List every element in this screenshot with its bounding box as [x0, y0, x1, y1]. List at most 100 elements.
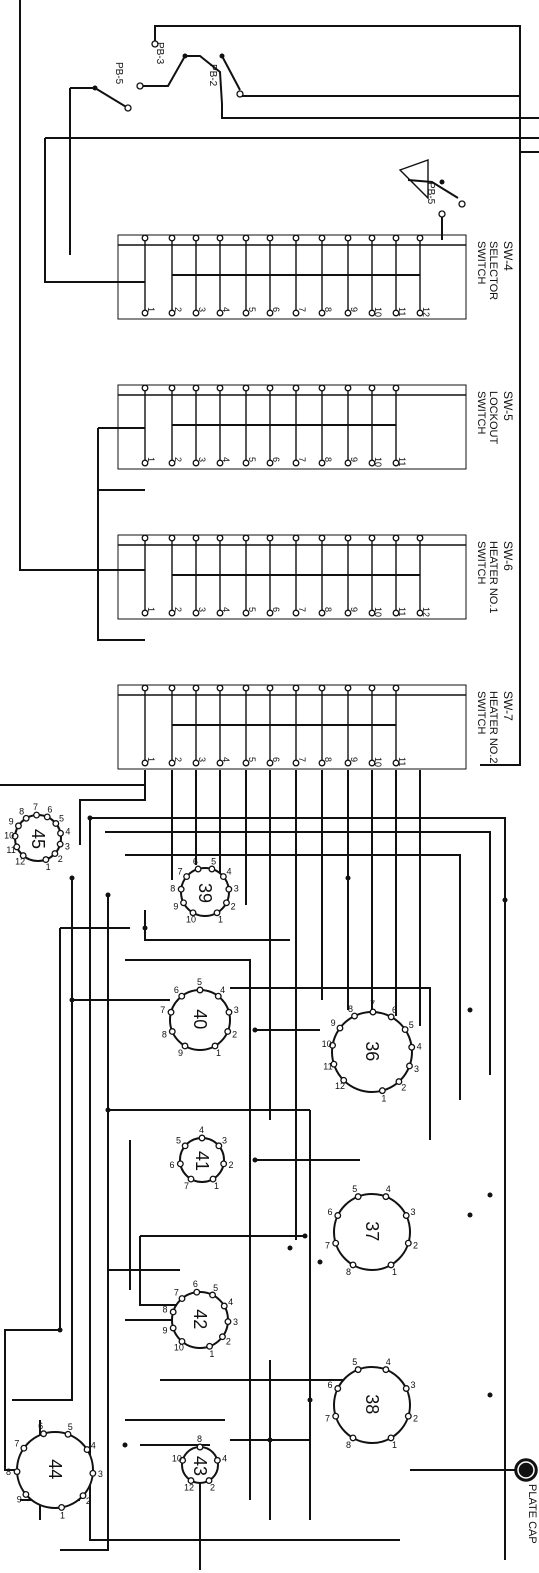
socket-pin-number: 6	[174, 985, 179, 995]
socket-pin-number: 9	[9, 817, 14, 827]
socket-pin-number: 4	[417, 1041, 422, 1051]
plate-cap[interactable]: PLATE CAP	[410, 1458, 538, 1544]
socket-pin-number: 6	[193, 1279, 198, 1289]
socket-pin-number: 12	[184, 1483, 194, 1493]
switch-terminal-number: 3	[197, 607, 207, 612]
socket-pin-number: 1	[209, 1349, 214, 1359]
svg-text:SELECTOR: SELECTOR	[487, 241, 499, 300]
socket-pin-number: 10	[172, 1453, 182, 1463]
switch-terminal-number: 9	[349, 307, 359, 312]
tube-socket-43[interactable]: 2 4 8 10 12 43	[172, 1434, 227, 1493]
switch-terminal-number: 4	[221, 607, 231, 612]
socket-pin-number: 2	[229, 1160, 234, 1170]
socket-pin-number: 7	[33, 802, 38, 812]
socket-pin-number: 4	[222, 1453, 227, 1463]
socket-pin-number: 5	[68, 1422, 73, 1432]
switch-terminal-number: 8	[323, 757, 333, 762]
socket-pin-number: 6	[38, 1421, 43, 1431]
socket-pin-number: 5	[213, 1283, 218, 1293]
socket-pin-number: 4	[227, 866, 232, 876]
switch-terminal-number: 6	[271, 607, 281, 612]
switch-terminal-number: 5	[247, 307, 257, 312]
push-button-pb2[interactable]: PB-2	[207, 64, 218, 87]
socket-pin-number: 6	[328, 1380, 333, 1390]
switch-terminal-number: 6	[271, 307, 281, 312]
socket-pin-number: 7	[184, 1181, 189, 1191]
svg-text:SW-4: SW-4	[501, 241, 515, 271]
socket-pin-number: 4	[199, 1125, 204, 1135]
switch-terminal-number: 3	[197, 307, 207, 312]
switch-terminal-number: 5	[247, 757, 257, 762]
socket-pin-number: 10	[322, 1039, 332, 1049]
socket-pin-number: 4	[228, 1297, 233, 1307]
socket-pin-number: 2	[401, 1083, 406, 1093]
socket-pin-number: 8	[163, 1305, 168, 1315]
socket-pin-number: 5	[197, 977, 202, 987]
socket-pin-number: 2	[413, 1414, 418, 1424]
switch-terminal-number: 2	[173, 457, 183, 462]
socket-pin-number: 12	[335, 1081, 345, 1091]
switch-terminal-number: 4	[221, 307, 231, 312]
socket-pin-number: 10	[4, 831, 14, 841]
socket-pin-number: 2	[232, 1030, 237, 1040]
push-button-pb5[interactable]: PB-5	[113, 62, 124, 85]
socket-number: 41	[192, 1151, 212, 1171]
socket-pin-number: 8	[6, 1467, 11, 1477]
switch-terminal-number: 3	[197, 457, 207, 462]
socket-pin-number: 1	[381, 1093, 386, 1103]
switch-terminal-number: 6	[271, 457, 281, 462]
socket-number: 40	[190, 1009, 210, 1029]
socket-pin-number: 8	[197, 1434, 202, 1444]
switch-terminal-number: 11	[397, 607, 407, 616]
svg-text:PB-3: PB-3	[154, 42, 165, 65]
socket-pin-number: 3	[234, 883, 239, 893]
socket-pin-number: 3	[234, 1005, 239, 1015]
socket-pin-number: 1	[392, 1267, 397, 1277]
push-button-pb5-ground[interactable]: PB-5	[425, 182, 436, 205]
svg-text:PB-5: PB-5	[113, 62, 124, 85]
switch-terminal-number: 2	[173, 757, 183, 762]
socket-pin-number: 3	[65, 841, 70, 851]
switch-terminal-number: 5	[247, 607, 257, 612]
socket-pin-number: 7	[174, 1287, 179, 1297]
socket-pin-number: 2	[413, 1241, 418, 1251]
switch-terminal-number: 1	[146, 757, 156, 762]
socket-pin-number: 4	[91, 1440, 96, 1450]
socket-pin-number: 9	[331, 1018, 336, 1028]
socket-pin-number: 8	[346, 1440, 351, 1450]
socket-pin-number: 2	[231, 901, 236, 911]
socket-pin-number: 6	[193, 856, 198, 866]
switch-terminal-number: 8	[323, 607, 333, 612]
socket-pin-number: 3	[410, 1380, 415, 1390]
socket-pin-number: 1	[46, 862, 51, 872]
socket-number: 43	[190, 1456, 210, 1476]
socket-pin-number: 11	[323, 1062, 332, 1072]
push-button-pb3[interactable]: PB-3	[154, 42, 165, 65]
socket-number: 42	[190, 1309, 210, 1329]
svg-text:PB-2: PB-2	[207, 64, 218, 87]
tube-sockets: 1234567891011124512345678910391234567894…	[4, 802, 422, 1520]
socket-pin-number: 9	[173, 901, 178, 911]
socket-pin-number: 2	[210, 1483, 215, 1493]
switch-terminal-number: 10	[373, 307, 383, 317]
switch-terminal-number: 7	[297, 607, 307, 612]
switch-terminal-number: 12	[421, 307, 431, 317]
socket-pin-number: 1	[214, 1181, 219, 1191]
